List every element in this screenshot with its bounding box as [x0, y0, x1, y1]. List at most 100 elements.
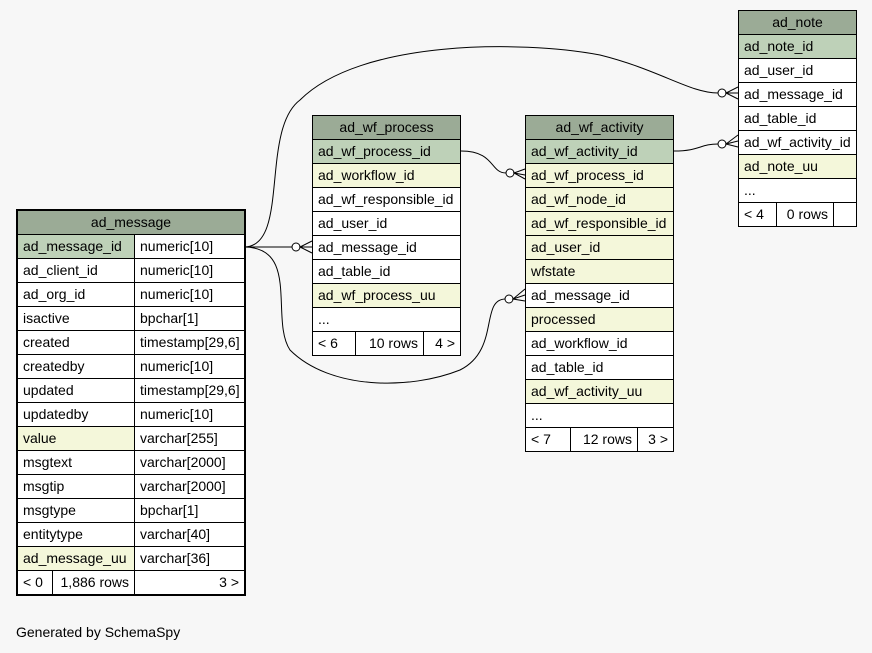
footer-children: [833, 203, 856, 226]
link-crowfoot: [511, 288, 526, 302]
column-name: ad_org_id: [23, 286, 86, 302]
column-name: ad_wf_node_id: [526, 188, 673, 211]
link-crowfoot: [298, 240, 313, 254]
footer-parents: < 0: [23, 574, 43, 590]
column-name: ad_note_id: [739, 35, 856, 58]
table-title: ad_message: [18, 211, 244, 235]
generated-by-label: Generated by SchemaSpy: [16, 624, 181, 640]
table-row: updated timestamp[29,6]: [18, 379, 244, 403]
column-type: varchar[255]: [134, 427, 244, 450]
column-name: ...: [744, 182, 756, 198]
column-name: ad_wf_responsible_id: [526, 212, 673, 235]
column-type: timestamp[29,6]: [134, 379, 244, 402]
table-row: ad_wf_responsible_id: [313, 188, 460, 212]
footer-rows: 10 rows: [355, 332, 423, 355]
link-optional-marker: [717, 139, 727, 149]
table-row: msgtype bpchar[1]: [18, 499, 244, 523]
column-name: ad_client_id: [23, 262, 98, 278]
footer-rows: 0 rows: [776, 203, 833, 226]
table-row: ...: [313, 308, 460, 332]
table-row: ad_org_id numeric[10]: [18, 283, 244, 307]
link-optional-marker: [505, 168, 515, 178]
column-name: ad_user_id: [526, 236, 673, 259]
link-crowfoot: [512, 168, 526, 180]
footer-parents: < 6: [318, 335, 338, 351]
column-type: varchar[36]: [134, 547, 244, 570]
footer-children: 3 >: [134, 571, 244, 594]
column-name: ad_wf_responsible_id: [318, 191, 454, 207]
table-row: msgtext varchar[2000]: [18, 451, 244, 475]
column-name: msgtype: [23, 502, 76, 518]
column-name: processed: [526, 308, 673, 331]
column-name: ad_user_id: [744, 62, 814, 78]
column-name: ad_table_id: [318, 263, 391, 279]
column-name: updated: [23, 382, 74, 398]
column-name: ad_workflow_id: [531, 335, 628, 351]
table-row: ...: [526, 404, 673, 428]
column-type: varchar[2000]: [134, 451, 244, 474]
column-name: ad_workflow_id: [313, 164, 460, 187]
table-row: ad_message_id: [313, 236, 460, 260]
table-row: ad_wf_activity_id: [739, 131, 856, 155]
column-name: ad_note_uu: [739, 155, 856, 178]
column-name: ad_message_id: [531, 287, 630, 303]
column-type: timestamp[29,6]: [134, 331, 244, 354]
table-row: ad_table_id: [739, 107, 856, 131]
footer-parents: < 4: [744, 206, 764, 222]
table-row: ad_user_id: [526, 236, 673, 260]
column-name: ad_wf_activity_id: [526, 140, 673, 163]
column-name: ad_message_uu: [18, 547, 134, 570]
link-crowfoot: [724, 86, 739, 100]
table-row: created timestamp[29,6]: [18, 331, 244, 355]
footer-parents: < 7: [531, 431, 551, 447]
column-name: ad_table_id: [531, 359, 604, 375]
column-name: ad_user_id: [318, 215, 388, 231]
footer-rows: 1,886 rows: [52, 571, 134, 594]
column-name: ad_wf_process_id: [526, 164, 673, 187]
column-name: msgtext: [23, 454, 73, 470]
table-row: ad_wf_node_id: [526, 188, 673, 212]
link-optional-marker: [291, 242, 301, 252]
column-type: varchar[2000]: [134, 475, 244, 498]
column-name: msgtip: [23, 478, 65, 494]
column-name: ad_message_id: [744, 86, 843, 102]
footer-rows: 12 rows: [570, 428, 637, 451]
column-type: numeric[10]: [134, 355, 244, 378]
column-name: ad_wf_process_uu: [313, 284, 460, 307]
table-row: ad_wf_responsible_id: [526, 212, 673, 236]
link-wf-process-to-wf-activity: [460, 150, 507, 174]
column-type: bpchar[1]: [134, 499, 244, 522]
table-row: ad_user_id: [739, 59, 856, 83]
table-row: ad_table_id: [526, 356, 673, 380]
column-name: value: [18, 427, 134, 450]
table-row: ad_wf_activity_id: [526, 140, 673, 164]
link-crowfoot: [724, 134, 739, 148]
column-name: created: [23, 334, 70, 350]
column-type: bpchar[1]: [134, 307, 244, 330]
table-title: ad_note: [739, 11, 856, 35]
column-name: ad_message_id: [318, 239, 417, 255]
table-row: ad_note_id: [739, 35, 856, 59]
link-message-to-note: [243, 46, 719, 248]
footer-children: 3 >: [637, 428, 673, 451]
column-type: numeric[10]: [134, 235, 244, 258]
column-name: ad_wf_activity_id: [744, 134, 851, 150]
column-type: numeric[10]: [134, 283, 244, 306]
table-ad-note[interactable]: ad_note ad_note_id ad_user_id ad_message_i…: [738, 10, 857, 227]
table-row: ad_message_id: [526, 284, 673, 308]
table-title: ad_wf_activity: [526, 116, 673, 140]
column-name: ad_message_id: [18, 235, 134, 258]
column-name: updatedby: [23, 406, 89, 422]
column-name: ...: [531, 407, 543, 423]
